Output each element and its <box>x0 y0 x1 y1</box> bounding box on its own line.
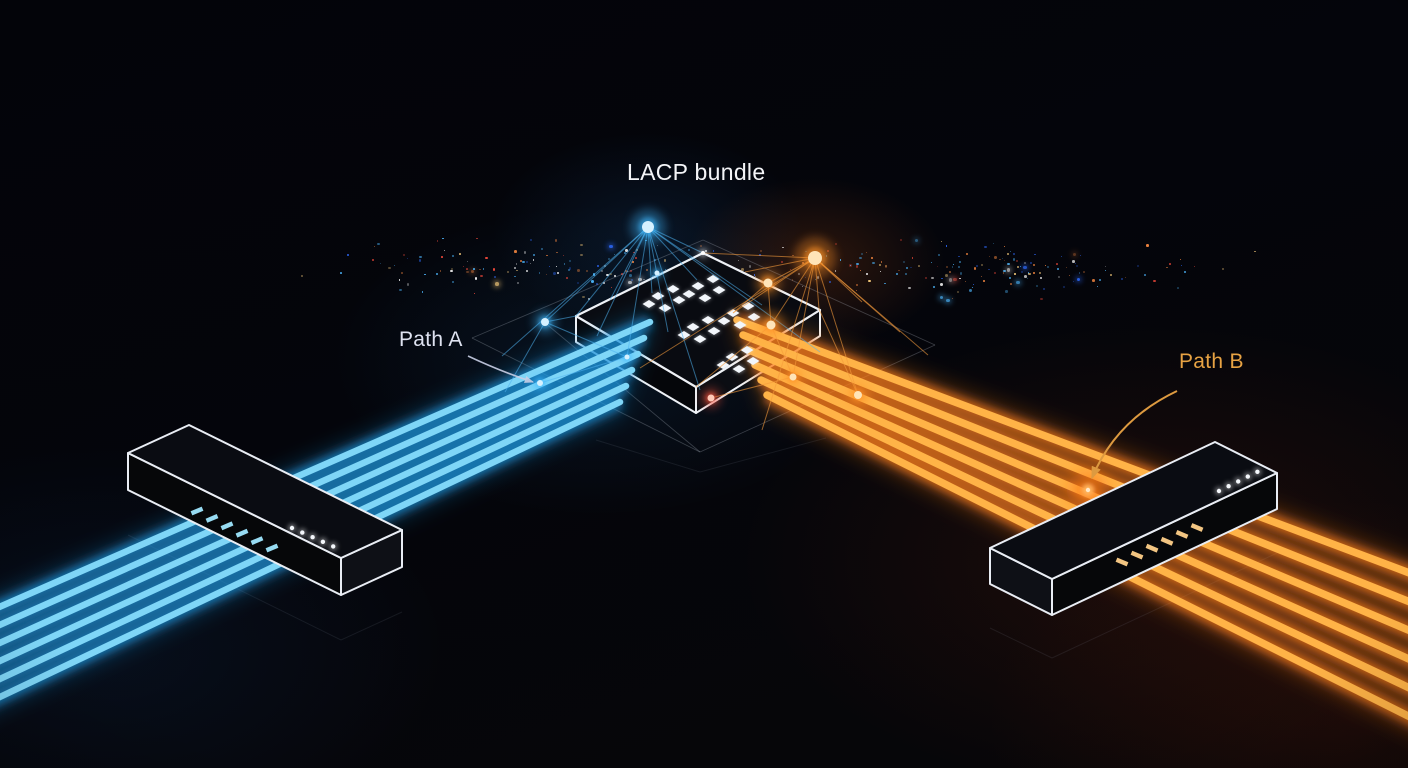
path-b-label: Path B <box>1179 350 1244 373</box>
path-a-label: Path A <box>399 328 463 351</box>
lacp-bundle-label: LACP bundle <box>627 159 766 185</box>
